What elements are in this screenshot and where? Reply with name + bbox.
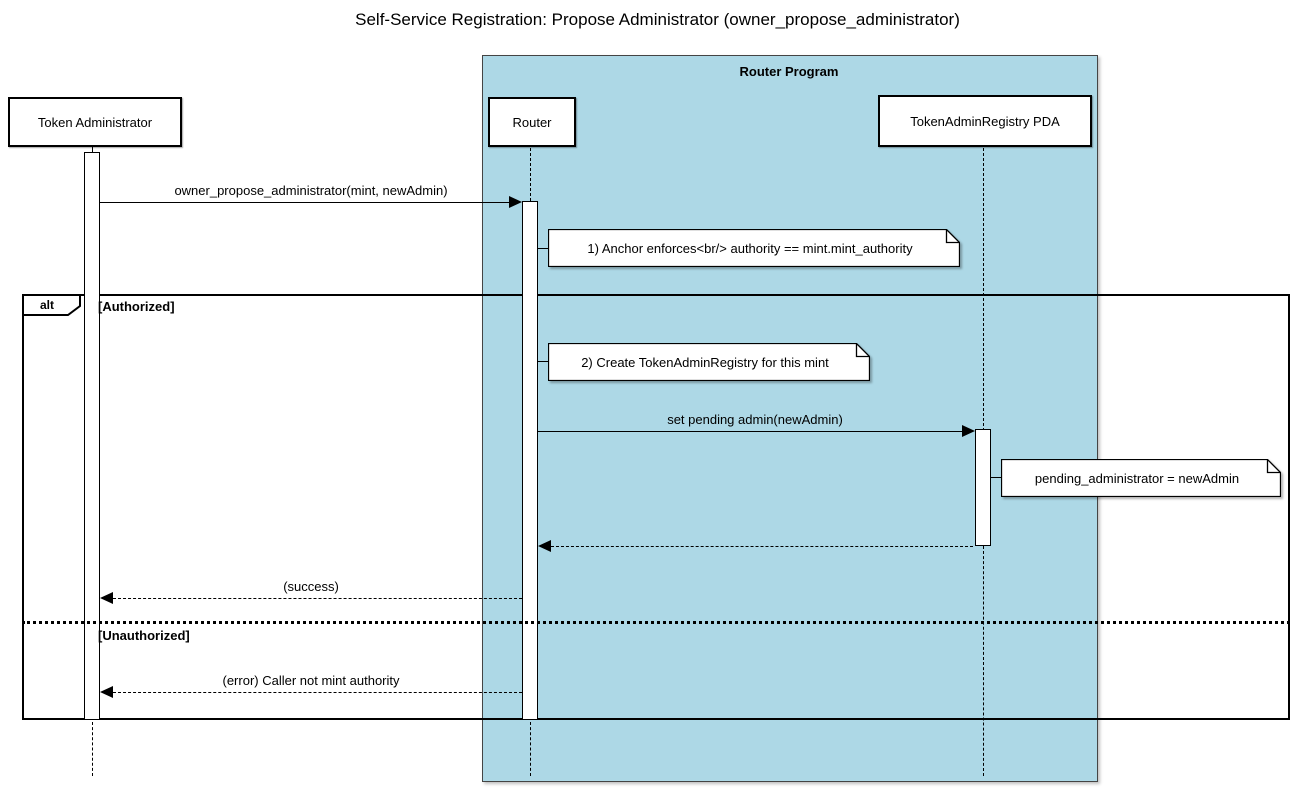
lifeline-token-administrator-stub	[92, 143, 93, 152]
lifeline-router	[530, 722, 531, 776]
message-error-label: (error) Caller not mint authority	[222, 673, 400, 688]
arrowhead-left-icon	[100, 592, 113, 604]
note-anchor-enforces-text: 1) Anchor enforces<br/> authority == min…	[587, 241, 913, 256]
alt-condition-unauthorized: [Unauthorized]	[98, 628, 190, 643]
alt-frame-label-pentagon: alt	[22, 294, 81, 316]
arrowhead-left-icon	[100, 686, 113, 698]
note3-connector	[991, 477, 1001, 478]
message-error-line	[113, 692, 522, 693]
alt-frame-label: alt	[40, 298, 54, 312]
router-program-label: Router Program	[739, 64, 839, 79]
note-pending-administrator: pending_administrator = newAdmin	[1001, 459, 1281, 497]
alt-divider	[22, 621, 1290, 624]
router-program-container	[482, 55, 1098, 782]
activation-token-administrator	[84, 152, 100, 720]
message-set-pending-admin-line	[538, 431, 966, 432]
participant-token-admin-registry-pda-label: TokenAdminRegistry PDA	[910, 113, 1060, 129]
message-owner-propose-administrator-line	[100, 202, 514, 203]
message-success-label: (success)	[283, 579, 339, 594]
participant-router-label: Router	[512, 114, 552, 130]
message-return-pda-line	[551, 546, 973, 547]
alt-condition-authorized: [Authorized]	[98, 299, 175, 314]
note-create-registry-text: 2) Create TokenAdminRegistry for this mi…	[581, 355, 829, 370]
message-success-line	[113, 598, 522, 599]
message-owner-propose-administrator-label: owner_propose_administrator(mint, newAdm…	[174, 183, 448, 198]
note1-connector	[538, 248, 550, 249]
lifeline-router-stub	[530, 143, 531, 201]
note-create-registry: 2) Create TokenAdminRegistry for this mi…	[548, 343, 870, 381]
lifeline-token-admin-registry-pda	[983, 546, 984, 776]
activation-token-admin-registry-pda	[975, 429, 991, 546]
alt-frame	[22, 294, 1290, 720]
participant-token-admin-registry-pda: TokenAdminRegistry PDA	[878, 95, 1092, 147]
participant-token-administrator: Token Administrator	[8, 97, 182, 147]
diagram-title: Self-Service Registration: Propose Admin…	[355, 10, 960, 29]
activation-router	[522, 201, 538, 720]
message-set-pending-admin-label: set pending admin(newAdmin)	[667, 412, 843, 427]
arrowhead-left-icon	[538, 540, 551, 552]
lifeline-token-admin-registry-pda-stub	[983, 143, 984, 431]
note2-connector	[538, 361, 550, 362]
participant-token-administrator-label: Token Administrator	[37, 114, 153, 130]
note-pending-administrator-text: pending_administrator = newAdmin	[1035, 471, 1239, 486]
lifeline-token-administrator	[92, 722, 93, 776]
arrowhead-right-icon	[962, 425, 975, 437]
participant-router: Router	[488, 97, 576, 147]
note-anchor-enforces: 1) Anchor enforces<br/> authority == min…	[548, 229, 960, 267]
arrowhead-right-icon	[509, 196, 522, 208]
